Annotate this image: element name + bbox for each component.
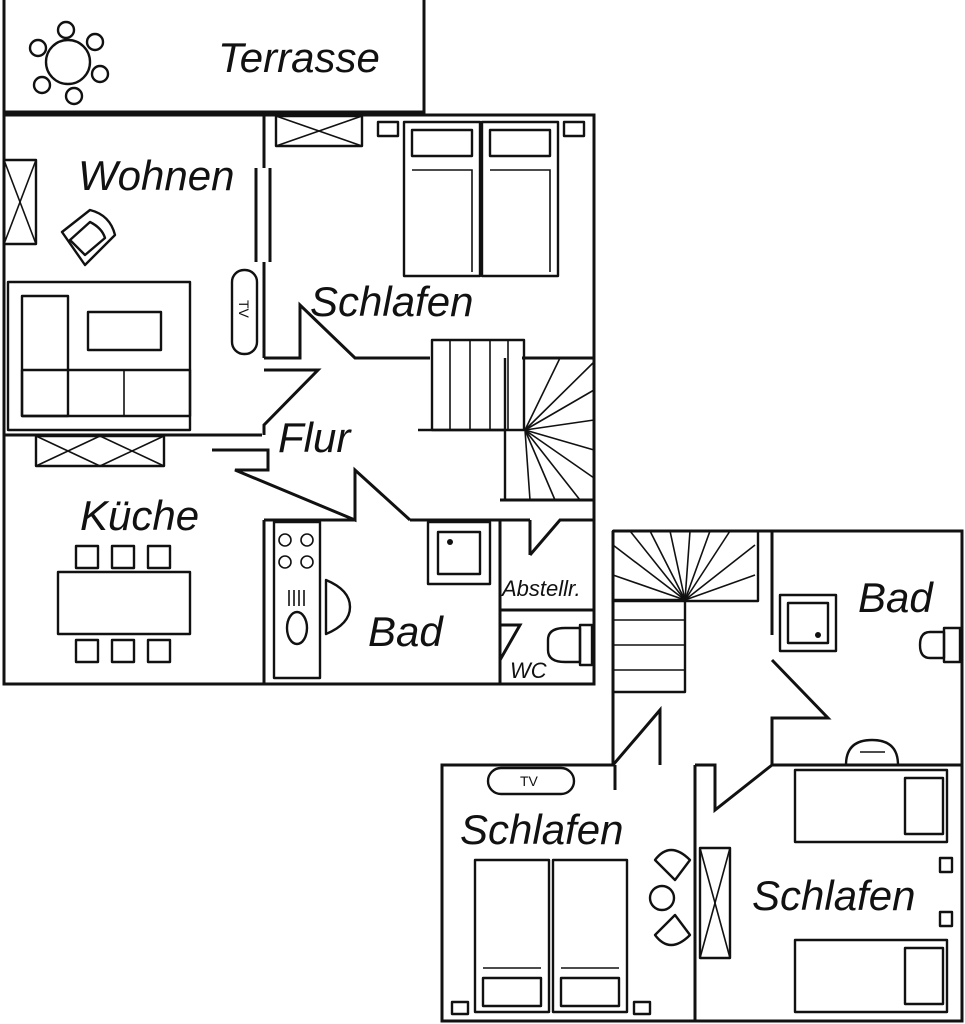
label-wohnen: Wohnen <box>78 152 234 199</box>
tv-label-living: TV <box>236 300 252 319</box>
stairs-upper <box>611 529 760 694</box>
bedroom-upper-left-furniture <box>450 766 732 1016</box>
label-wc: WC <box>510 658 547 683</box>
bath-upper-fixtures <box>778 593 962 767</box>
living-furniture <box>2 158 259 468</box>
terrace-table <box>28 20 110 106</box>
label-schlafen-upper-right: Schlafen <box>752 872 915 919</box>
upper-floor-walls <box>440 529 964 1023</box>
label-kueche: Küche <box>80 492 199 539</box>
bedroom-ground-furniture <box>274 114 586 278</box>
label-bad-upper: Bad <box>858 574 934 621</box>
label-flur: Flur <box>278 414 352 461</box>
kitchen-furniture <box>56 520 322 680</box>
label-schlafen-top: Schlafen <box>310 278 473 325</box>
tv-label-bedroom: TV <box>520 773 539 789</box>
label-bad-ground: Bad <box>368 608 444 655</box>
bath-ground-fixtures <box>324 520 594 667</box>
label-abstellraum: Abstellr. <box>500 576 581 601</box>
ground-floor-walls <box>2 0 596 686</box>
bedroom-upper-right-furniture <box>793 768 954 1014</box>
stairs-ground <box>418 338 595 502</box>
label-schlafen-upper-left: Schlafen <box>460 806 623 853</box>
label-terrasse: Terrasse <box>218 34 380 81</box>
